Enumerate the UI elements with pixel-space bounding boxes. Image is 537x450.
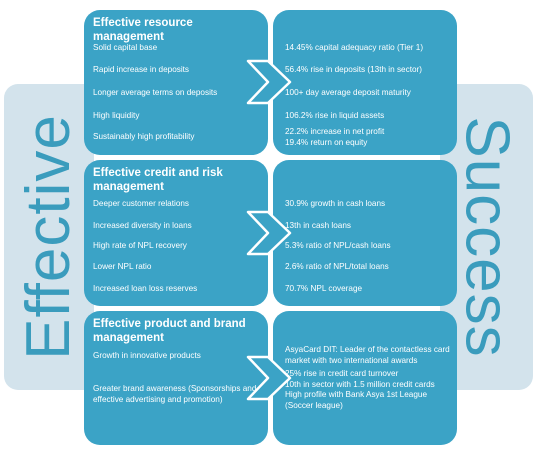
result-item: 13th in cash loans — [285, 221, 351, 230]
list-item: High liquidity — [93, 111, 140, 120]
list-item: Lower NPL ratio — [93, 262, 152, 271]
section-title: Effective resource management — [93, 17, 193, 43]
left-side-band — [4, 84, 94, 390]
result-item: 25% rise in credit card turnover 10th in… — [285, 369, 435, 410]
section-title: Effective product and brand management — [93, 318, 246, 344]
chevron-right-icon — [246, 59, 292, 105]
list-item: Greater brand awareness (Sponsorships an… — [93, 384, 257, 404]
credit-risk-results-panel: 30.9% growth in cash loans 13th in cash … — [273, 160, 457, 306]
result-item: 70.7% NPL coverage — [285, 284, 363, 293]
result-item: 22.2% increase in net profit 19.4% retur… — [285, 127, 385, 147]
result-item: 106.2% rise in liquid assets — [285, 111, 385, 120]
list-item: Increased loan loss reserves — [93, 284, 198, 293]
list-item: Sustainably high profitability — [93, 132, 195, 141]
result-item: 2.6% ratio of NPL/total loans — [285, 262, 389, 271]
result-item: 56.4% rise in deposits (13th in sector) — [285, 65, 422, 74]
chevron-right-icon — [246, 210, 292, 256]
list-item: Deeper customer relations — [93, 199, 190, 208]
product-brand-results-panel: AsyaCard DIT: Leader of the contactless … — [273, 311, 457, 445]
product-brand-management-panel: Effective product and brand management G… — [84, 311, 268, 445]
list-item: Increased diversity in loans — [93, 221, 192, 230]
chevron-right-icon — [246, 355, 292, 401]
result-item: 30.9% growth in cash loans — [285, 199, 386, 208]
result-item: 5.3% ratio of NPL/cash loans — [285, 241, 391, 250]
result-item: 14.45% capital adequacy ratio (Tier 1) — [285, 43, 424, 52]
list-item: Longer average terms on deposits — [93, 88, 218, 97]
resource-management-results-panel: 14.45% capital adequacy ratio (Tier 1) 5… — [273, 10, 457, 155]
list-item: Growth in innovative products — [93, 351, 201, 360]
result-item: 100+ day average deposit maturity — [285, 88, 411, 97]
credit-risk-management-panel: Effective credit and risk management Dee… — [84, 160, 268, 306]
section-title: Effective credit and risk management — [93, 167, 223, 193]
side-word-effective: Effective — [14, 114, 83, 360]
list-item: Solid capital base — [93, 43, 158, 52]
list-item: Rapid increase in deposits — [93, 65, 190, 74]
result-item: AsyaCard DIT: Leader of the contactless … — [285, 345, 450, 365]
resource-management-panel: Effective resource management Solid capi… — [84, 10, 268, 155]
list-item: High rate of NPL recovery — [93, 241, 187, 250]
